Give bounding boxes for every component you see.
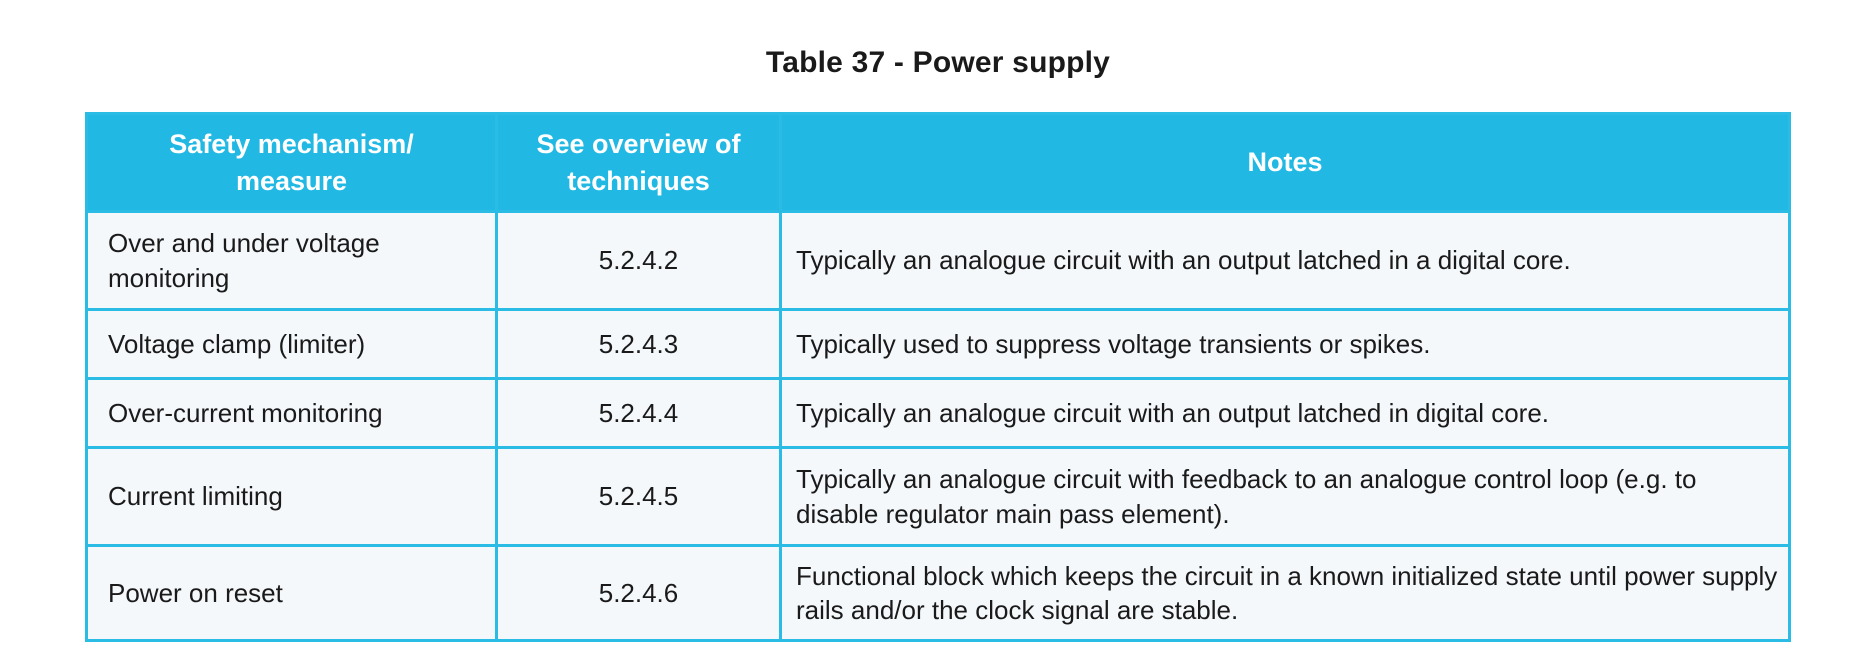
table-row: Over and under voltage monitoring 5.2.4.…	[85, 210, 1791, 311]
technique-ref-cell: 5.2.4.2	[495, 210, 782, 311]
header-notes: Notes	[779, 112, 1791, 213]
technique-ref-cell: 5.2.4.6	[495, 544, 782, 642]
header-see-overview-of-techniques: See overview of techniques	[495, 112, 782, 213]
table-row: Over-current monitoring 5.2.4.4 Typicall…	[85, 377, 1791, 449]
mechanism-cell: Over-current monitoring	[85, 377, 498, 449]
notes-cell: Functional block which keeps the circuit…	[779, 544, 1791, 642]
notes-cell: Typically used to suppress voltage trans…	[779, 308, 1791, 380]
technique-ref-cell: 5.2.4.4	[495, 377, 782, 449]
table-header-row: Safety mechanism/ measure See overview o…	[85, 112, 1791, 213]
mechanism-cell: Current limiting	[85, 446, 498, 547]
header-safety-mechanism: Safety mechanism/ measure	[85, 112, 498, 213]
mechanism-cell: Over and under voltage monitoring	[85, 210, 498, 311]
notes-cell: Typically an analogue circuit with an ou…	[779, 377, 1791, 449]
table-row: Power on reset 5.2.4.6 Functional block …	[85, 544, 1791, 642]
technique-ref-cell: 5.2.4.5	[495, 446, 782, 547]
table-title: Table 37 - Power supply	[765, 46, 1111, 79]
technique-ref-cell: 5.2.4.3	[495, 308, 782, 380]
mechanism-cell: Voltage clamp (limiter)	[85, 308, 498, 380]
table-row: Voltage clamp (limiter) 5.2.4.3 Typicall…	[85, 308, 1791, 380]
mechanism-cell: Power on reset	[85, 544, 498, 642]
notes-cell: Typically an analogue circuit with an ou…	[779, 210, 1791, 311]
table-row: Current limiting 5.2.4.5 Typically an an…	[85, 446, 1791, 547]
power-supply-table: Safety mechanism/ measure See overview o…	[85, 112, 1791, 642]
notes-cell: Typically an analogue circuit with feedb…	[779, 446, 1791, 547]
